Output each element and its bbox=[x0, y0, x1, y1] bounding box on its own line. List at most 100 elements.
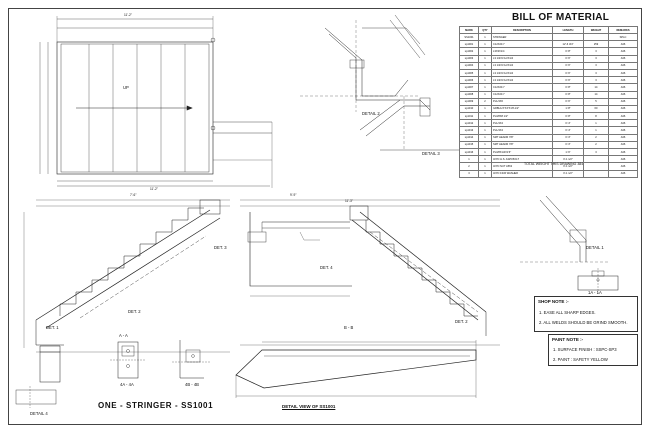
bom-cell: 1 bbox=[478, 169, 492, 178]
bom-cell: 3 bbox=[583, 76, 609, 85]
bom-cell: 12'-6 3/4" bbox=[552, 40, 584, 49]
bom-cell: 2 bbox=[459, 162, 479, 171]
bom-cell: A36 bbox=[608, 119, 638, 128]
bom-cell: 1 bbox=[478, 54, 492, 63]
detail-1-title: DETAIL 1 bbox=[586, 245, 604, 250]
bom-cell bbox=[583, 162, 609, 171]
bom-cell: 1 bbox=[478, 147, 492, 157]
bom-cell: 1 bbox=[478, 112, 492, 121]
bom-col-weight: WEIGHT bbox=[583, 26, 609, 34]
bom-cell: 60 bbox=[583, 104, 609, 114]
bom-cell: L3 1/2X3 1/2X1/4 bbox=[491, 76, 553, 85]
bom-cell: C12X20.7 bbox=[491, 40, 553, 49]
bom-cell: A36 bbox=[608, 97, 638, 106]
bom-cell: 1 bbox=[478, 47, 492, 56]
section-1a-label: 1A - 1A bbox=[588, 290, 602, 295]
section-aa-label: A - A bbox=[119, 333, 128, 338]
shop-note-1: 1. EASE ALL SHARP EDGES. bbox=[539, 310, 596, 315]
bom-cell: PL1/4X4 bbox=[491, 126, 553, 135]
bom-cell: SMT HEADR 7/8" bbox=[491, 133, 553, 142]
bom-cell: sp1003 bbox=[459, 54, 479, 63]
elev-right-dim: 9'-9" bbox=[290, 193, 297, 197]
bom-cell: sp1008 bbox=[459, 90, 479, 99]
section-aa-view bbox=[15, 345, 61, 408]
bom-cell: A36 bbox=[608, 126, 638, 135]
bom-cell: 0'-4" bbox=[552, 119, 584, 128]
bom-cell: 1 bbox=[583, 119, 609, 128]
bom-cell: PL3/8X1/4X1'6" bbox=[491, 147, 553, 157]
elevation-right bbox=[240, 199, 500, 346]
bom-cell: PL1/4X6 bbox=[491, 97, 553, 106]
bom-cell: 1 bbox=[478, 76, 492, 85]
bom-cell: A36 bbox=[608, 112, 638, 121]
bom-cell: 3 bbox=[583, 47, 609, 56]
bom-cell: 14 bbox=[583, 83, 609, 92]
bom-col-mark: MARK bbox=[459, 26, 479, 34]
bom-cell: A36 bbox=[608, 68, 638, 78]
paint-note-box: PAINT NOTE :- 1. SURFACE FINISH : SSPC-S… bbox=[548, 334, 638, 366]
bom-cell: 8 bbox=[583, 112, 609, 121]
bom-cell: 2 bbox=[583, 140, 609, 150]
paint-note-1: 1. SURFACE FINISH : SSPC-SP3 bbox=[553, 347, 617, 352]
bom-cell: 2 bbox=[583, 133, 609, 142]
bom-cell: 1 bbox=[478, 61, 492, 70]
bom-cell: 259 bbox=[583, 40, 609, 49]
bom-cell: STRINGER bbox=[491, 32, 553, 42]
section-4a-label: 4A - 4A bbox=[120, 382, 134, 387]
bom-cell: 14 bbox=[583, 90, 609, 99]
bom-cell: L3X3X1/4 bbox=[491, 47, 553, 56]
bom-cell: PL1/4X4 bbox=[491, 119, 553, 128]
bom-cell: sp1015 bbox=[459, 140, 479, 150]
detail-2-title: DETAIL 2 bbox=[362, 111, 380, 116]
bom-cell: 3 bbox=[583, 147, 609, 157]
bom-cell: C12X20.7 bbox=[491, 90, 553, 99]
bom-cell: L3 1/2X3 1/2X1/4 bbox=[491, 68, 553, 78]
paint-note-header: PAINT NOTE :- bbox=[552, 337, 584, 342]
elev-right-dim-2: 11'-3" bbox=[345, 199, 353, 203]
drawing-title: ONE - STRINGER - SS1001 bbox=[98, 401, 214, 410]
bom-cell: 1 bbox=[478, 32, 492, 42]
bom-cell: 0'-6" bbox=[552, 68, 584, 78]
bom-cell: SS1001 bbox=[459, 32, 479, 42]
bom-cell: sp1006 bbox=[459, 76, 479, 85]
bom-cell: 1 bbox=[478, 90, 492, 99]
bom-cell: 1 bbox=[478, 104, 492, 114]
detail-1a-view bbox=[520, 195, 619, 294]
bom-cell: SMT HEADR 7/8" bbox=[491, 140, 553, 150]
bom-cell: 0'-3" bbox=[552, 140, 584, 150]
det-3-label: DET. 3 bbox=[214, 245, 227, 250]
bom-cell: A36 bbox=[608, 40, 638, 49]
bom-col-description: DESCRIPTION bbox=[491, 26, 553, 34]
det-4-label: DET. 4 bbox=[320, 265, 333, 270]
bom-cell: A36 bbox=[608, 83, 638, 92]
bom-cell: 1 bbox=[478, 40, 492, 49]
bom-cell: 0'-6" bbox=[552, 54, 584, 63]
bom-cell bbox=[583, 155, 609, 164]
bom-cell: sp1009 bbox=[459, 97, 479, 106]
bom-cell: GRBL1/4"X4"X1'8-1/2" bbox=[491, 104, 553, 114]
detail-2-view bbox=[300, 14, 426, 112]
bom-cell: sp1016 bbox=[459, 147, 479, 157]
bom-cell: 0'-4" bbox=[552, 126, 584, 135]
bom-cell: 0'-8" bbox=[552, 90, 584, 99]
bom-cell: A36 bbox=[608, 104, 638, 114]
bom-col-qty: QTY bbox=[478, 26, 492, 34]
det-2-label: DET. 2 bbox=[128, 309, 141, 314]
bom-cell: 1 bbox=[478, 119, 492, 128]
bom-cell: A36 bbox=[608, 169, 638, 178]
bom-cell: sp1011 bbox=[459, 112, 479, 121]
bom-cell: 3 bbox=[459, 169, 479, 178]
section-4b-view bbox=[172, 340, 210, 379]
bom-cell: C12X20.7 bbox=[491, 83, 553, 92]
